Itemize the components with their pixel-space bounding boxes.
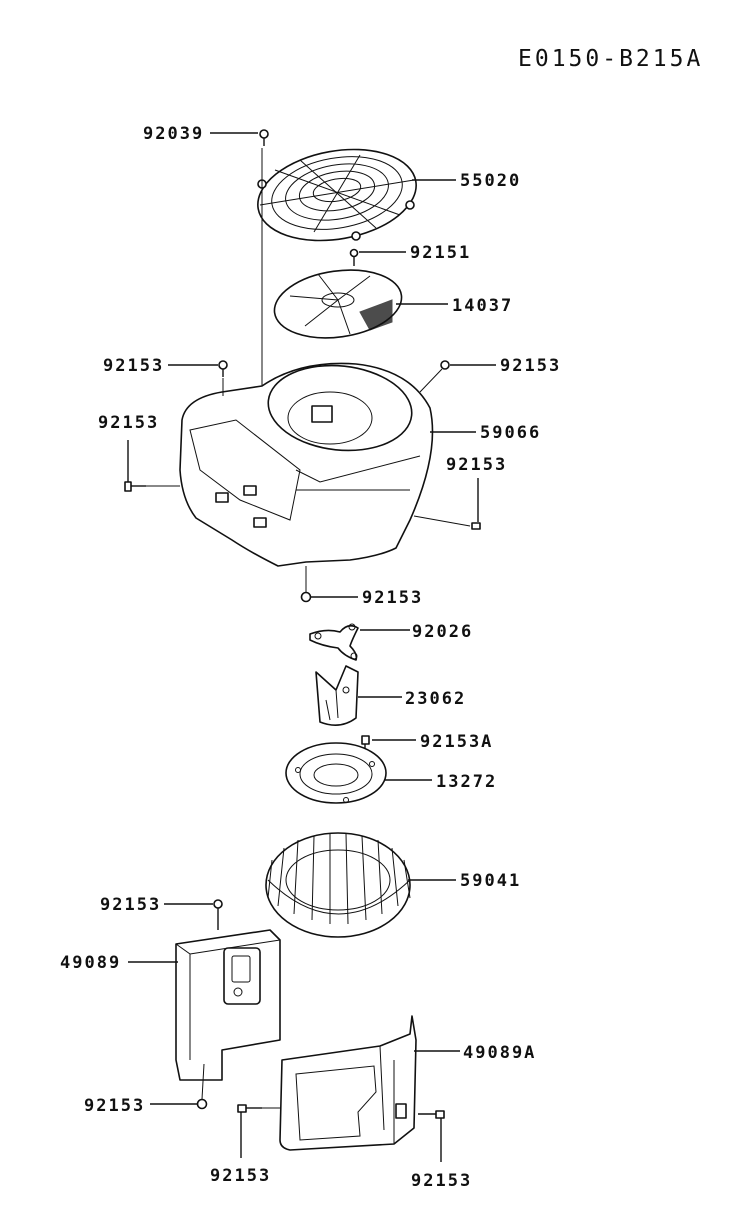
part-92153-screw-bottom[interactable] xyxy=(300,591,312,603)
label-92026[interactable]: 92026 xyxy=(412,622,473,642)
label-92153-49089A-left[interactable]: 92153 xyxy=(210,1166,271,1186)
leader-92153-49089-bottom-up xyxy=(201,1063,205,1100)
part-59066-housing[interactable] xyxy=(179,359,434,567)
label-92039[interactable]: 92039 xyxy=(143,124,204,144)
part-13272-plate[interactable] xyxy=(285,742,387,804)
label-14037[interactable]: 14037 xyxy=(452,296,513,316)
part-92153-screw-49089A-right[interactable] xyxy=(418,1110,445,1119)
label-59041[interactable]: 59041 xyxy=(460,871,521,891)
label-59066[interactable]: 59066 xyxy=(480,423,541,443)
part-14037-plate[interactable] xyxy=(270,262,406,345)
label-49089[interactable]: 49089 xyxy=(60,953,121,973)
diagram-id: E0150-B215A xyxy=(518,46,703,72)
part-49089A-cover[interactable] xyxy=(279,1015,417,1151)
label-92153-bottom[interactable]: 92153 xyxy=(362,588,423,608)
label-92153-49089A-right[interactable]: 92153 xyxy=(411,1171,472,1191)
part-92153-screw-left[interactable] xyxy=(124,481,146,492)
part-92153-screw-top-right[interactable] xyxy=(440,360,450,370)
part-92039-screw[interactable] xyxy=(259,129,269,146)
label-92153A[interactable]: 92153A xyxy=(420,732,493,752)
part-92151-screw[interactable] xyxy=(349,248,359,267)
label-49089A[interactable]: 49089A xyxy=(463,1043,536,1063)
part-49089-cover[interactable] xyxy=(175,929,281,1081)
part-55020-screen[interactable] xyxy=(251,138,424,252)
label-92153-top-right[interactable]: 92153 xyxy=(500,356,561,376)
part-92153-screw-49089-top[interactable] xyxy=(213,899,223,930)
leader-92153-top-right-down xyxy=(419,368,443,393)
part-92153-screw-49089-bottom[interactable] xyxy=(196,1098,208,1110)
label-92153-left[interactable]: 92153 xyxy=(98,413,159,433)
label-92151[interactable]: 92151 xyxy=(410,243,471,263)
part-23062-guide[interactable] xyxy=(315,665,359,726)
label-92153-top-left[interactable]: 92153 xyxy=(103,356,164,376)
label-23062[interactable]: 23062 xyxy=(405,689,466,709)
leader-92153-right-to-housing xyxy=(413,515,471,527)
label-55020[interactable]: 55020 xyxy=(460,171,521,191)
part-59041-fan[interactable] xyxy=(265,832,411,938)
part-92026-plate[interactable] xyxy=(309,623,359,661)
label-92153-right[interactable]: 92153 xyxy=(446,455,507,475)
label-92153-49089-bottom[interactable]: 92153 xyxy=(84,1096,145,1116)
part-92153-screw-top-left[interactable] xyxy=(218,360,228,377)
part-92153-screw-right[interactable] xyxy=(471,522,481,530)
label-13272[interactable]: 13272 xyxy=(436,772,497,792)
label-92153-49089-top[interactable]: 92153 xyxy=(100,895,161,915)
part-92153-screw-49089A-left[interactable] xyxy=(237,1104,262,1113)
